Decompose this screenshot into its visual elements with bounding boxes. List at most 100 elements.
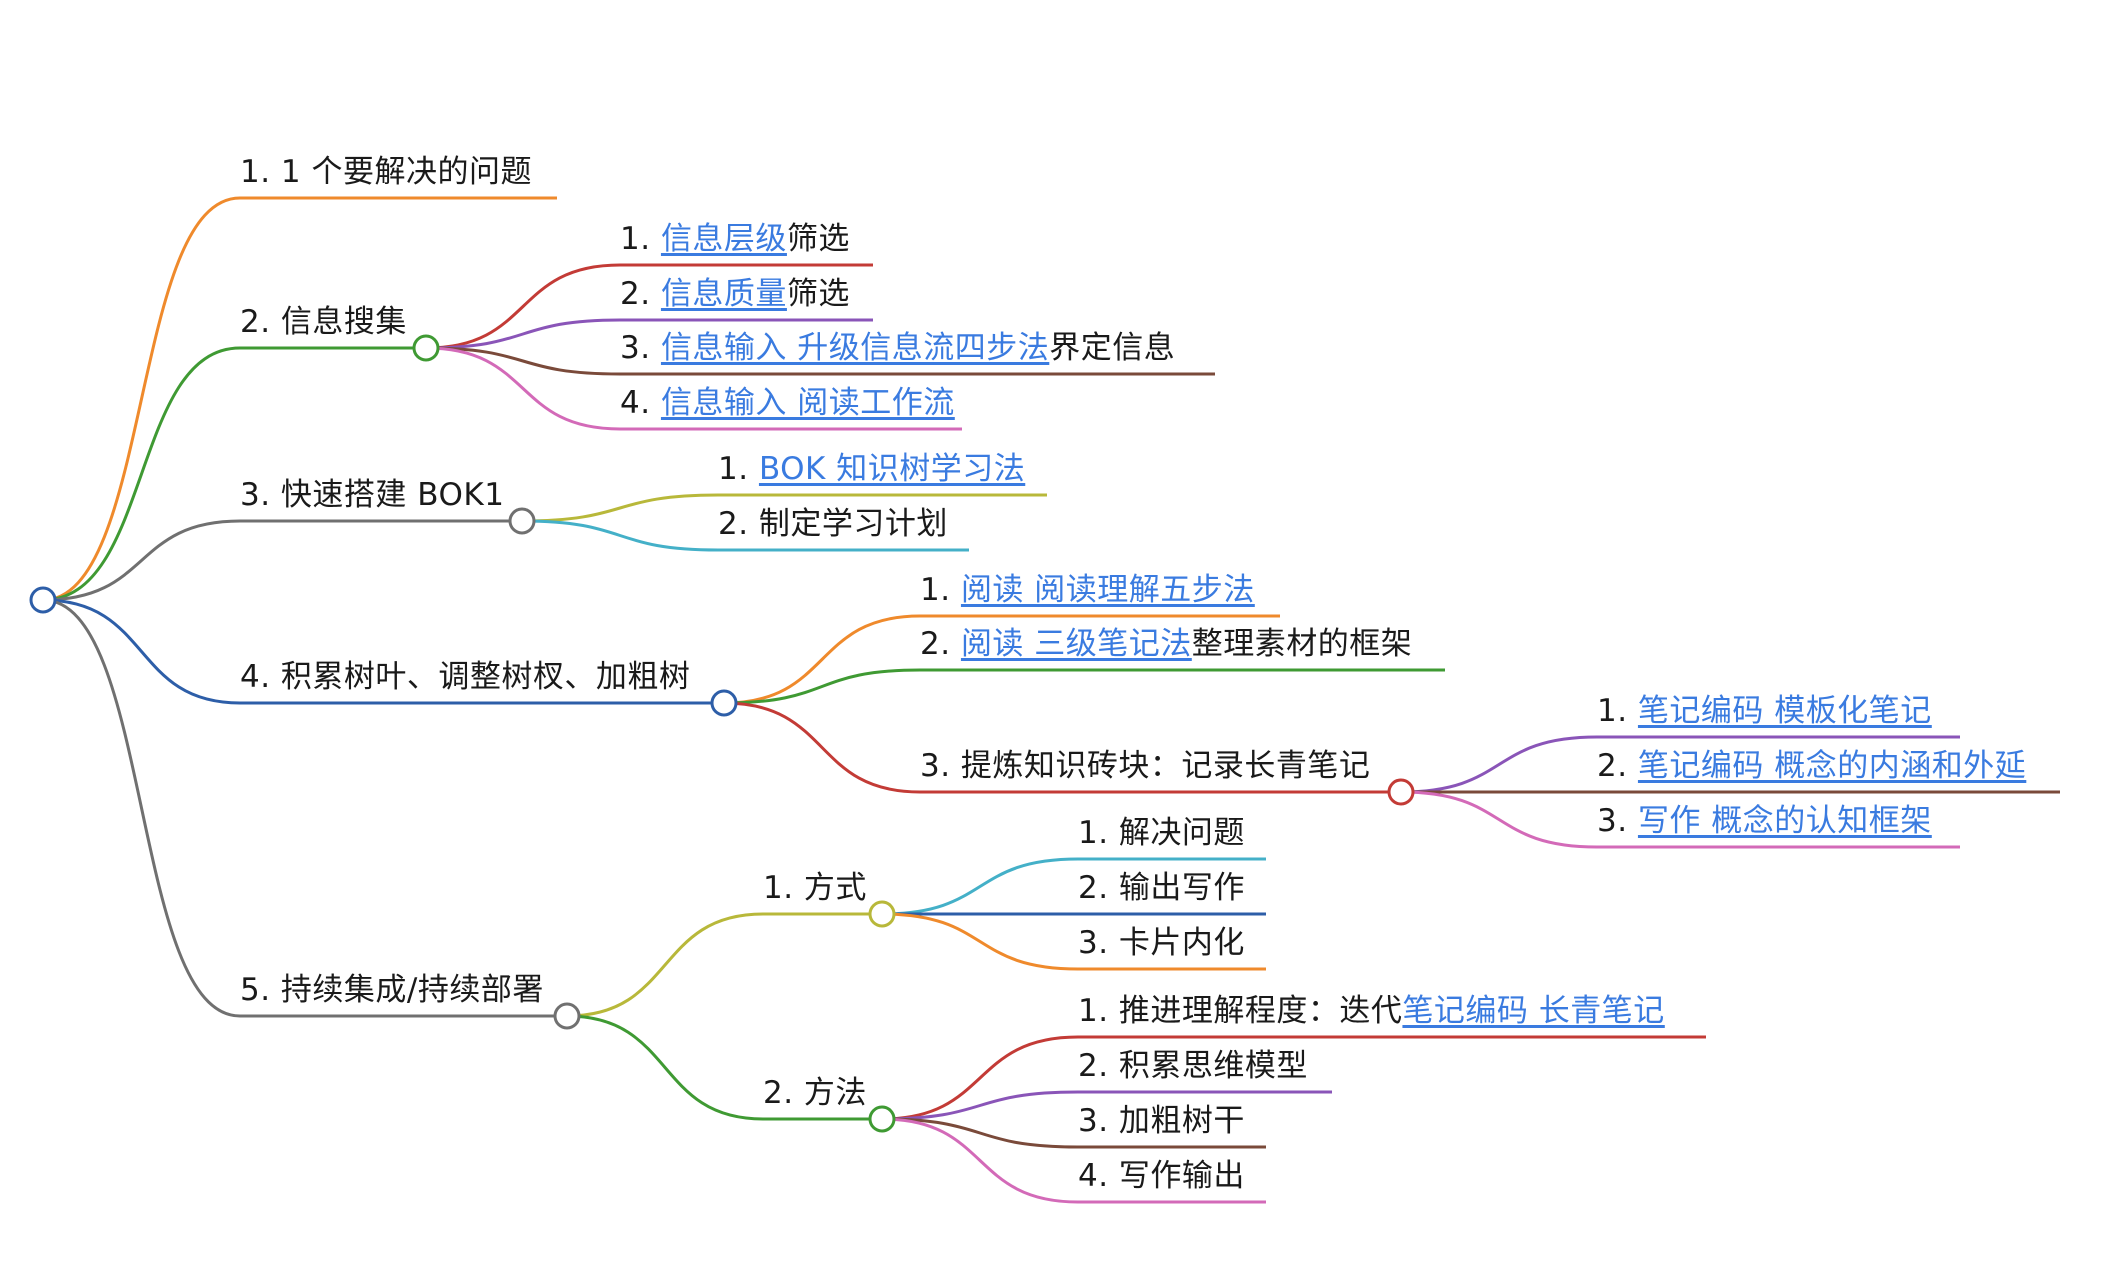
node-text: 1. xyxy=(718,451,759,487)
node-text: 3. 提炼知识砖块：记录长青笔记 xyxy=(920,748,1371,784)
node-label-b5c2: 2. 方法 xyxy=(763,1073,867,1113)
node-label-b4c3b: 2. 笔记编码 概念的内涵和外延 xyxy=(1597,746,2026,786)
connector-b5c1 xyxy=(566,912,764,1018)
node-text: 2. 积累思维模型 xyxy=(1078,1048,1308,1084)
connector-b4c1 xyxy=(723,614,921,705)
connector-b3c2 xyxy=(521,519,719,552)
toggle-b5c2-circle[interactable] xyxy=(868,1105,896,1133)
node-label-b4c3: 3. 提炼知识砖块：记录长青笔记 xyxy=(920,746,1370,786)
node-link[interactable]: 写作 概念的认知框架 xyxy=(1637,803,1932,839)
connector-b2c4 xyxy=(425,346,621,431)
connector-b5c2b xyxy=(881,1090,1079,1121)
node-text: 4. 写作输出 xyxy=(1078,1158,1245,1194)
node-link[interactable]: 阅读 三级笔记法 xyxy=(960,626,1192,662)
node-label-b5: 5. 持续集成/持续部署 xyxy=(240,970,544,1010)
node-label-b2c2: 2. 信息质量筛选 xyxy=(620,274,850,314)
node-label-b3c1: 1. BOK 知识树学习法 xyxy=(718,449,1025,489)
node-text: 4. xyxy=(620,385,661,421)
node-text: 1. xyxy=(1597,693,1638,729)
connector-b5c1c xyxy=(881,912,1079,971)
node-text: 1. 解决问题 xyxy=(1078,815,1245,851)
node-text: 5. 持续集成/持续部署 xyxy=(240,972,544,1008)
node-text: 2. xyxy=(920,626,961,662)
node-text: 3. xyxy=(1597,803,1638,839)
node-link[interactable]: 信息输入 升级信息流四步法 xyxy=(660,330,1050,366)
node-text: 2. 信息搜集 xyxy=(240,304,407,340)
node-text: 4. 积累树叶、调整树杈、加粗树 xyxy=(240,659,691,695)
connector-b5c2a xyxy=(881,1035,1079,1121)
node-label-b5c2b: 2. 积累思维模型 xyxy=(1078,1046,1308,1086)
node-text: 1. 方式 xyxy=(763,870,867,906)
connector-b2c3 xyxy=(425,346,621,376)
node-label-b3c2: 2. 制定学习计划 xyxy=(718,504,948,544)
node-link[interactable]: 笔记编码 模板化笔记 xyxy=(1637,693,1932,729)
node-text: 3. 加粗树干 xyxy=(1078,1103,1245,1139)
node-text: 2. 方法 xyxy=(763,1075,867,1111)
node-label-b3: 3. 快速搭建 BOK1 xyxy=(240,475,504,515)
node-link[interactable]: 信息输入 阅读工作流 xyxy=(660,385,955,421)
node-text: 筛选 xyxy=(786,221,850,257)
node-text: 3. 卡片内化 xyxy=(1078,925,1245,961)
node-label-b5c1a: 1. 解决问题 xyxy=(1078,813,1245,853)
node-link[interactable]: 笔记编码 长青笔记 xyxy=(1402,993,1665,1029)
node-label-b2c1: 1. 信息层级筛选 xyxy=(620,219,850,259)
node-label-b4c2: 2. 阅读 三级笔记法整理素材的框架 xyxy=(920,624,1412,664)
connector-b4c3 xyxy=(723,701,921,794)
connector-b4c3a xyxy=(1400,735,1598,794)
connector-b2 xyxy=(42,346,241,602)
node-text: 1. 1 个要解决的问题 xyxy=(240,154,533,190)
node-link[interactable]: 阅读 阅读理解五步法 xyxy=(960,572,1255,608)
node-label-b4c1: 1. 阅读 阅读理解五步法 xyxy=(920,570,1255,610)
connector-b5 xyxy=(42,598,241,1018)
node-label-b5c2c: 3. 加粗树干 xyxy=(1078,1101,1245,1141)
toggle-b5c1-circle[interactable] xyxy=(868,900,896,928)
node-text: 3. xyxy=(620,330,661,366)
node-text: 1. 推进理解程度：迭代 xyxy=(1078,993,1403,1029)
node-text: 界定信息 xyxy=(1049,330,1176,366)
connector-b4c2 xyxy=(723,668,921,705)
node-text: 筛选 xyxy=(786,276,850,312)
connector-b3c1 xyxy=(521,493,719,523)
node-label-b2c3: 3. 信息输入 升级信息流四步法界定信息 xyxy=(620,328,1175,368)
node-text: 1. xyxy=(920,572,961,608)
connector-b5c2d xyxy=(881,1117,1079,1204)
node-text: 2. 制定学习计划 xyxy=(718,506,948,542)
toggle-b3-circle[interactable] xyxy=(508,507,536,535)
connector-b2c1 xyxy=(425,263,621,350)
node-link[interactable]: 信息层级 xyxy=(660,221,787,257)
node-text: 整理素材的框架 xyxy=(1191,626,1413,662)
node-text: 2. xyxy=(1597,748,1638,784)
toggle-b4c3-circle[interactable] xyxy=(1387,778,1415,806)
node-label-b2: 2. 信息搜集 xyxy=(240,302,407,342)
connector-b5c2 xyxy=(566,1014,764,1121)
root-node-circle[interactable] xyxy=(29,586,57,614)
connector-b4 xyxy=(42,598,241,705)
node-text: 2. 输出写作 xyxy=(1078,870,1245,906)
node-label-b5c1c: 3. 卡片内化 xyxy=(1078,923,1245,963)
node-label-b1: 1. 1 个要解决的问题 xyxy=(240,152,532,192)
node-link[interactable]: 信息质量 xyxy=(660,276,787,312)
node-label-b4c3c: 3. 写作 概念的认知框架 xyxy=(1597,801,1932,841)
node-link[interactable]: BOK 知识树学习法 xyxy=(758,451,1026,487)
toggle-b4-circle[interactable] xyxy=(710,689,738,717)
node-label-b5c1: 1. 方式 xyxy=(763,868,867,908)
toggle-b5-circle[interactable] xyxy=(553,1002,581,1030)
node-label-b5c2d: 4. 写作输出 xyxy=(1078,1156,1245,1196)
node-text: 1. xyxy=(620,221,661,257)
node-link[interactable]: 笔记编码 概念的内涵和外延 xyxy=(1637,748,2027,784)
connector-b2c2 xyxy=(425,318,621,350)
node-label-b5c1b: 2. 输出写作 xyxy=(1078,868,1245,908)
toggle-b2-circle[interactable] xyxy=(412,334,440,362)
node-label-b4c3a: 1. 笔记编码 模板化笔记 xyxy=(1597,691,1932,731)
connector-b3 xyxy=(42,519,241,602)
node-label-b4: 4. 积累树叶、调整树杈、加粗树 xyxy=(240,657,690,697)
connector-b5c2c xyxy=(881,1117,1079,1149)
node-text: 3. 快速搭建 BOK1 xyxy=(240,477,505,513)
connector-b4c3c xyxy=(1400,790,1598,849)
node-label-b2c4: 4. 信息输入 阅读工作流 xyxy=(620,383,955,423)
connector-b1 xyxy=(42,196,241,602)
node-label-b5c2a: 1. 推进理解程度：迭代笔记编码 长青笔记 xyxy=(1078,991,1665,1031)
node-text: 2. xyxy=(620,276,661,312)
